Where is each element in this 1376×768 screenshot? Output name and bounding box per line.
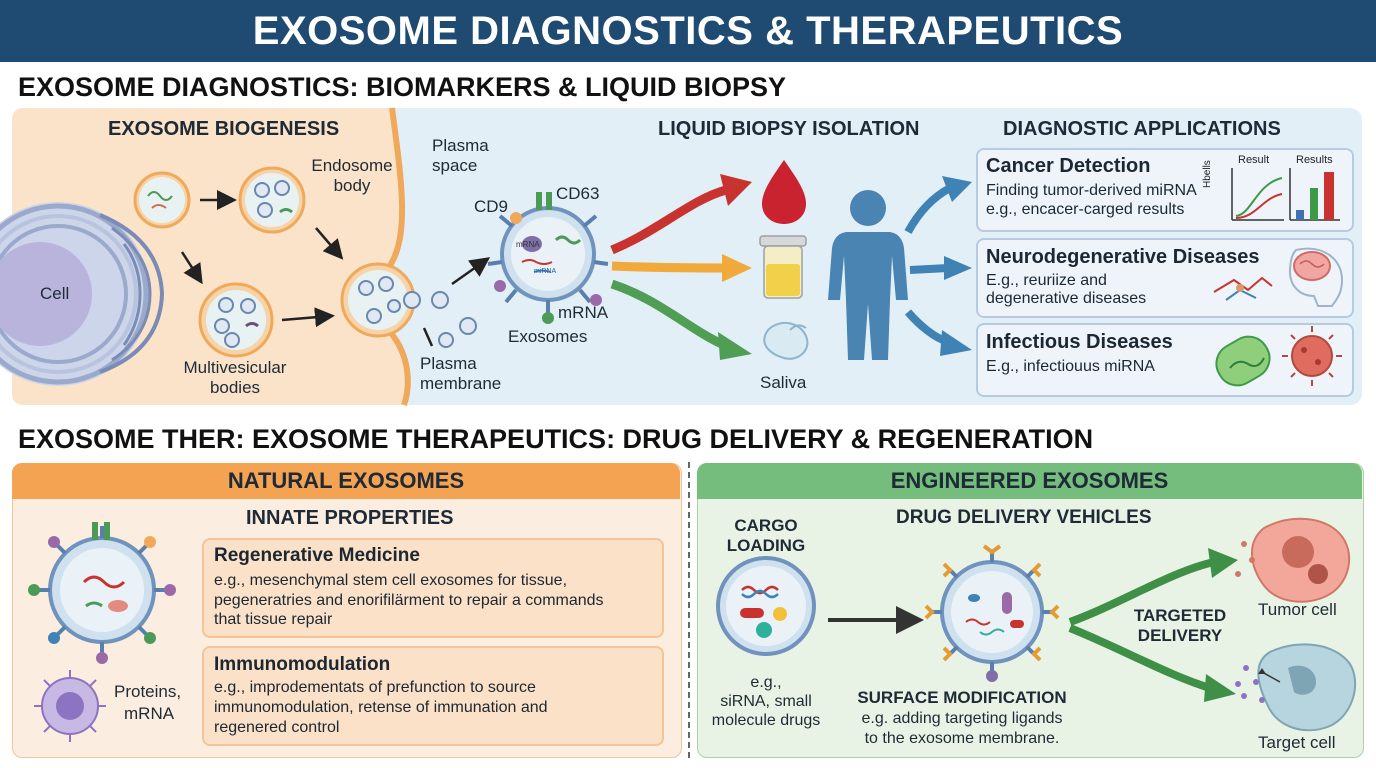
plasma-space-label-line2: space [432, 156, 478, 175]
arrow-to-saliva [610, 279, 726, 350]
arrow-to-target-cell [1068, 624, 1212, 692]
proteins-label-line2: mRNA [124, 704, 175, 723]
cargo-exosome-icon [716, 556, 816, 656]
fusing-mvb-icon [340, 262, 416, 338]
isolation-title: LIQUID BIOPSY ISOLATION [658, 118, 920, 140]
cargo-loading-line2: LOADING [726, 536, 806, 555]
therapeutics-heading: EXOSOME THER: EXOSOME THERAPEUTICS: DRUG… [18, 424, 1094, 454]
card-regenerative-line2: pegeneratries and enorifilärment to repa… [214, 592, 604, 609]
blood-drop-icon [762, 160, 806, 224]
card-regenerative-line1: e.g., mesenchymal stem cell exosomes for… [214, 572, 568, 589]
card-infectious-line1: E.g., infectiouus miRNA [986, 358, 1155, 375]
neuron-icon [1213, 276, 1273, 301]
card-cancer-detection [976, 148, 1354, 232]
diagnostics-heading: EXOSOME DIAGNOSTICS: BIOMARKERS & LIQUID… [18, 72, 787, 102]
multivesicular-body-icon [198, 282, 274, 358]
plasma-membrane-label-line2: membrane [420, 374, 502, 393]
card-cancer-line1: Finding tumor-derived miRNA [986, 182, 1197, 199]
person-icon [828, 190, 908, 360]
mvb-label-line1: Multivesicular [183, 358, 287, 377]
tumor-cell-icon [1235, 517, 1350, 603]
mrna-label: mRNA [558, 303, 609, 322]
innate-properties-title: INNATE PROPERTIES [246, 507, 454, 529]
endosome-body-icon [238, 166, 306, 234]
mini-chart-1-title: Result [1238, 154, 1270, 166]
engineered-exosomes-title: ENGINEERED EXOSOMES [890, 468, 1169, 493]
endosome-label-line2: body [333, 176, 371, 195]
engineered-exosome-icon [924, 544, 1060, 682]
arrow-to-tumor-cell [1068, 558, 1215, 626]
cargo-example-line3: molecule drugs [711, 712, 821, 729]
card-regenerative-medicine [202, 538, 664, 638]
tumor-cell-label: Tumor cell [1258, 600, 1337, 619]
plasma-membrane-label-line1: Plasma [420, 354, 477, 373]
card-immunomodulation [202, 646, 664, 746]
card-immunomodulation-title: Immunomodulation [214, 654, 391, 675]
card-neuro-line2: degenerative diseases [986, 290, 1147, 307]
arrow-to-neuro [909, 264, 949, 274]
cd9-label: CD9 [474, 197, 509, 216]
card-cancer-title: Cancer Detection [986, 155, 1151, 177]
biogenesis-title: EXOSOME BIOGENESIS [108, 118, 340, 140]
card-neuro-line1: E.g., reuriize and [986, 272, 1107, 289]
natural-exosome-icon [28, 522, 176, 664]
cargo-example-line2: siRNA, small [720, 693, 812, 710]
virus-icon [1282, 326, 1342, 386]
saliva-label: Saliva [760, 373, 807, 392]
cargo-example-line1: e.g., [750, 674, 782, 691]
card-immunomodulation-line1: e.g., improdementats of prefunction to s… [214, 679, 536, 696]
released-exosomes-icon [403, 291, 477, 348]
endosome-label-line1: Endosome [311, 156, 393, 175]
applications-title: DIAGNOSTIC APPLICATIONS [1003, 118, 1281, 140]
target-cell-icon [1235, 643, 1357, 732]
natural-exosomes-title: NATURAL EXOSOMES [227, 468, 465, 493]
biogenesis-arrows [180, 190, 491, 347]
proteins-label-line1: Proteins, [114, 682, 182, 701]
title-banner [0, 0, 1376, 62]
exosome-diagram-icon [487, 192, 609, 324]
natural-exosomes-header [12, 463, 680, 499]
mini-chart-2-title: Results [1296, 154, 1333, 166]
cargo-loading-line1: CARGO [734, 516, 798, 535]
targeted-delivery-line2: DELIVERY [1137, 626, 1223, 645]
page-title: EXOSOME DIAGNOSTICS & THERAPEUTICS [252, 9, 1124, 53]
surface-modification-title: SURFACE MODIFICATION [857, 688, 1067, 707]
surface-modification-line2: to the exosome membrane. [864, 730, 1060, 747]
mvb-label-line2: bodies [209, 378, 261, 397]
card-regenerative-title: Regenerative Medicine [214, 545, 420, 566]
cd63-label: CD63 [556, 184, 600, 203]
cell-label: Cell [40, 284, 70, 303]
exosomes-label: Exosomes [508, 327, 588, 346]
surface-modification-line1: e.g. adding targeting ligands [861, 710, 1063, 727]
card-neuro-title: Neurodegenerative Diseases [986, 246, 1260, 268]
target-cell-label: Target cell [1258, 733, 1336, 752]
exosome-inner-label-1: mRNA [516, 240, 540, 249]
plasma-space-label-line1: Plasma [432, 136, 489, 155]
brain-head-icon [1288, 247, 1344, 307]
exosome-inner-label-2: miRNA [534, 268, 557, 275]
section-divider [688, 462, 690, 758]
card-regenerative-line3: that tissue repair [214, 611, 333, 628]
card-infectious-title: Infectious Diseases [986, 331, 1173, 353]
arrow-to-cancer [904, 184, 952, 234]
arrow-to-blood [610, 185, 728, 255]
arrow-to-urine [611, 261, 727, 273]
bacterium-icon [1215, 335, 1271, 387]
card-cancer-line2: e.g., encacer-carged results [986, 201, 1185, 218]
cell-icon [0, 202, 165, 386]
saliva-icon [763, 321, 809, 360]
card-immunomodulation-line2: immunomodulation, retense of immunation … [214, 699, 548, 716]
drug-delivery-title: DRUG DELIVERY VEHICLES [896, 507, 1152, 528]
immune-cell-icon [34, 670, 106, 742]
card-immunomodulation-line3: regenered control [214, 719, 340, 736]
mini-line-chart-icon [1231, 168, 1284, 221]
early-endosome-icon [133, 171, 191, 229]
engineered-exosomes-header [697, 463, 1362, 499]
urine-tube-icon [759, 235, 807, 299]
targeted-delivery-line1: TARGETED [1133, 606, 1227, 625]
mini-bar-chart-icon [1289, 168, 1340, 221]
